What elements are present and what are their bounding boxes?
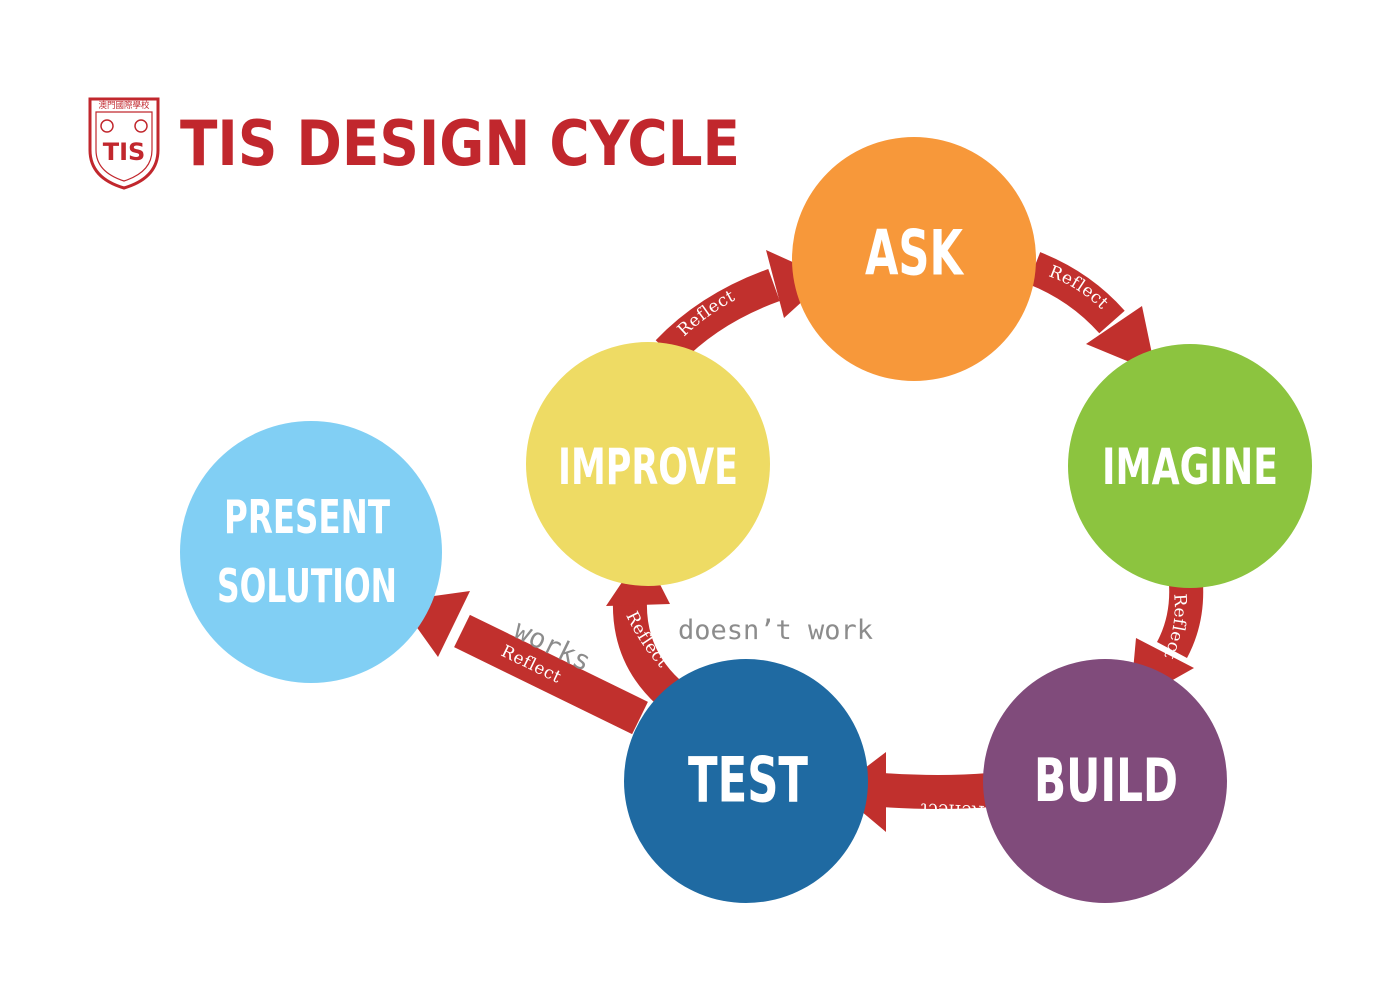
arrow-shaft bbox=[612, 599, 680, 705]
emblem-icon bbox=[134, 119, 148, 133]
present-label-line1: PRESENT bbox=[224, 490, 390, 544]
imagine-label: IMAGINE bbox=[1102, 438, 1278, 496]
node-build: BUILD bbox=[983, 659, 1227, 903]
arrow-shaft bbox=[1027, 252, 1125, 334]
globe-icon bbox=[100, 119, 114, 133]
ask-circle bbox=[792, 137, 1036, 381]
node-test: TEST bbox=[624, 659, 868, 903]
outcome-doesnt-work: doesn’t work bbox=[678, 615, 873, 646]
arrow-shaft bbox=[1156, 583, 1204, 658]
page-title: TIS DESIGN CYCLE bbox=[180, 107, 740, 180]
present-label-line2: SOLUTION bbox=[217, 559, 397, 613]
logo-top-text: 澳門國際學校 bbox=[98, 100, 150, 111]
node-improve: IMPROVE bbox=[526, 342, 770, 586]
node-ask: ASK bbox=[792, 137, 1036, 381]
logo-shield bbox=[88, 97, 160, 190]
imagine-circle bbox=[1068, 344, 1312, 588]
build-label: BUILD bbox=[1034, 746, 1178, 816]
present-circle bbox=[180, 421, 442, 683]
logo: 澳門國際學校 TIS bbox=[88, 97, 160, 190]
build-circle bbox=[983, 659, 1227, 903]
arrow-shaft bbox=[880, 773, 992, 809]
logo-mark-text: TIS bbox=[103, 138, 146, 166]
node-imagine: IMAGINE bbox=[1068, 344, 1312, 588]
arrow-shaft bbox=[655, 269, 780, 364]
test-circle bbox=[624, 659, 868, 903]
improve-circle bbox=[526, 342, 770, 586]
test-label: TEST bbox=[688, 744, 808, 817]
logo-shield-inner bbox=[95, 111, 153, 182]
ask-label: ASK bbox=[865, 217, 964, 290]
arrow-label-build-to-test: Reflect bbox=[920, 798, 985, 821]
improve-label: IMPROVE bbox=[558, 438, 738, 496]
node-present-solution: PRESENT SOLUTION bbox=[180, 421, 442, 683]
arrow-shaft bbox=[454, 614, 648, 735]
